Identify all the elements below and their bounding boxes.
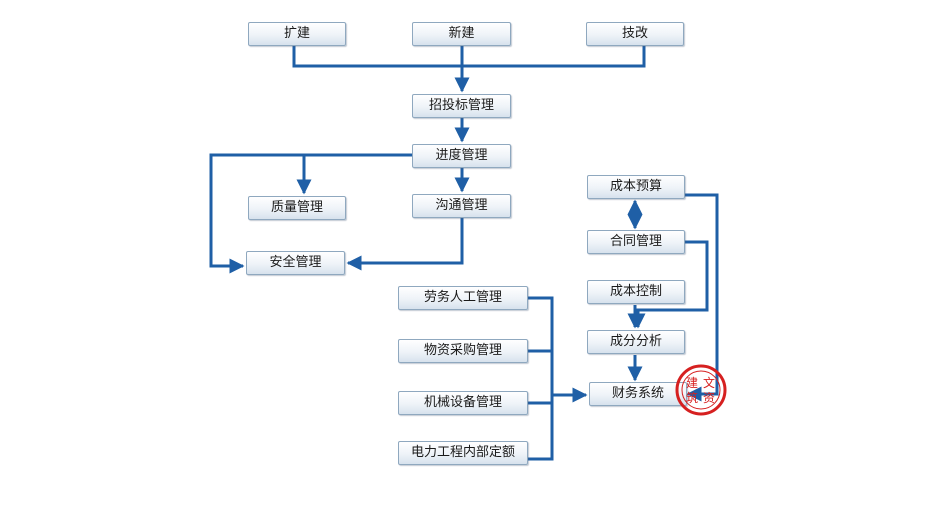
node-goutong: 沟通管理 <box>412 194 511 218</box>
node-laowu: 劳务人工管理 <box>398 286 528 310</box>
edge-jigai <box>462 46 646 68</box>
edge-jindu-zhiliang <box>296 153 412 195</box>
node-jigai: 技改 <box>586 22 684 46</box>
svg-text:资: 资 <box>703 391 715 405</box>
edge-laowu <box>528 296 554 461</box>
svg-text:建: 建 <box>686 376 698 390</box>
node-anquan: 安全管理 <box>246 251 345 275</box>
node-kuojian: 扩建 <box>248 22 346 46</box>
node-hetong: 合同管理 <box>587 230 685 254</box>
node-xinjian: 新建 <box>412 22 511 46</box>
seal-stamp: 建 文 筑 资 <box>675 364 727 416</box>
node-wuzi: 物资采购管理 <box>398 339 528 363</box>
node-yusuan: 成本预算 <box>587 175 685 199</box>
node-jixie: 机械设备管理 <box>398 391 528 415</box>
svg-text:文: 文 <box>703 375 715 390</box>
edge-goutong-anquan <box>346 218 464 271</box>
node-dingE: 电力工程内部定额 <box>398 441 528 465</box>
node-zhaotoubiao: 招投标管理 <box>412 94 511 118</box>
edge-kuojian <box>292 46 462 68</box>
node-fenxi: 成分分析 <box>587 330 685 354</box>
node-zhiliang: 质量管理 <box>248 196 346 220</box>
node-kongzhi: 成本控制 <box>587 280 685 304</box>
node-caiwu: 财务系统 <box>589 382 687 406</box>
svg-text:筑: 筑 <box>686 390 698 405</box>
node-jindu: 进度管理 <box>412 144 511 168</box>
